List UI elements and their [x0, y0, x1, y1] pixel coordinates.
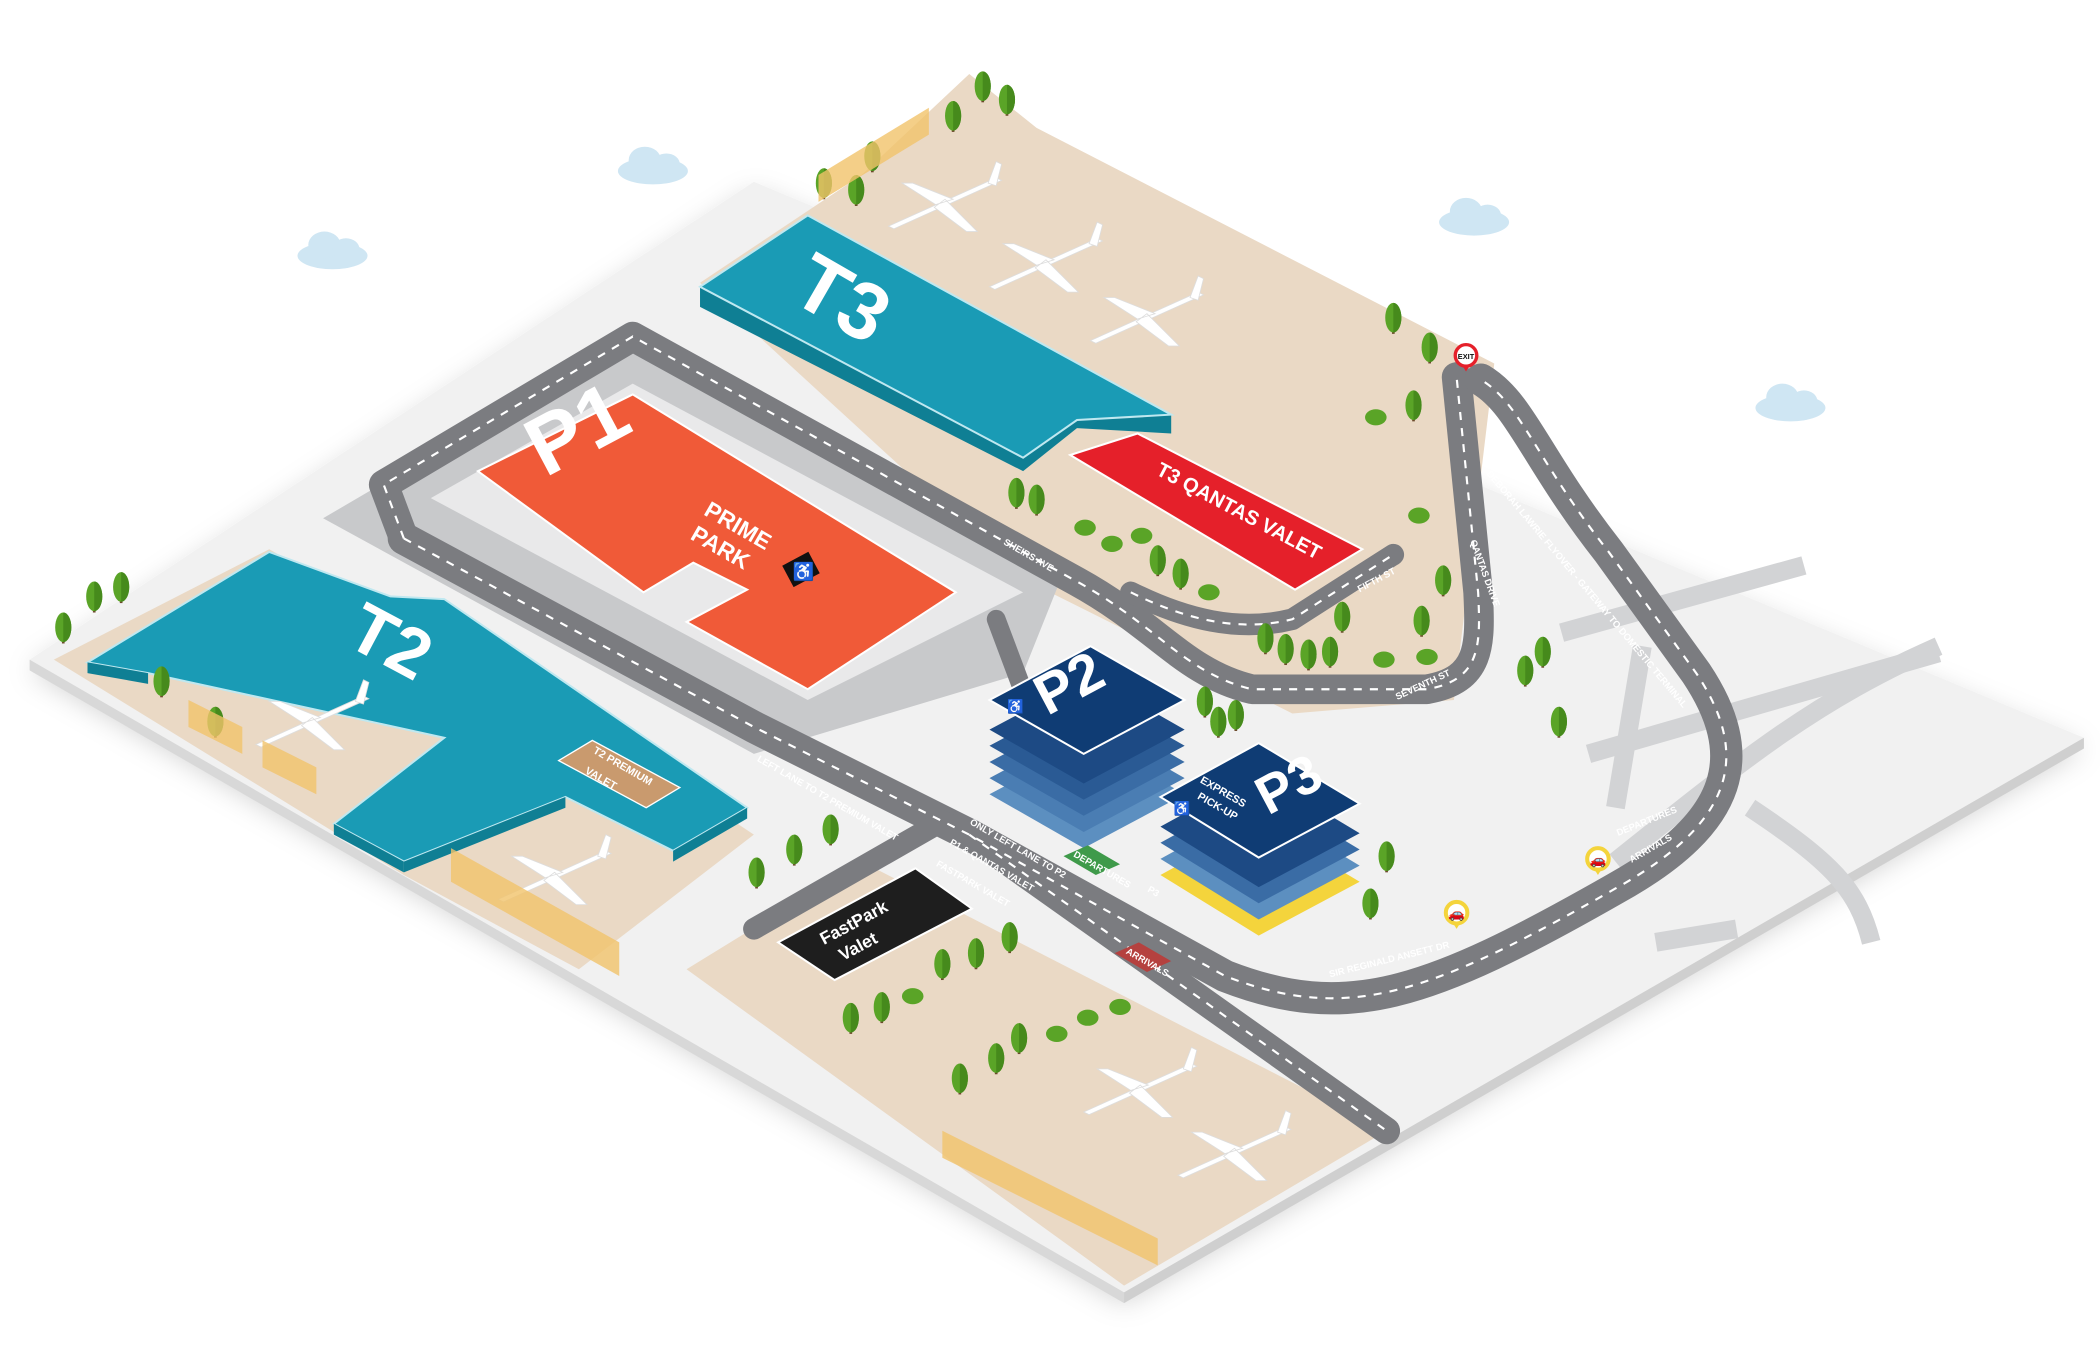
cloud-icon [617, 146, 688, 185]
car-icon: 🚗 [1448, 906, 1465, 921]
cloud-icon [1755, 383, 1826, 422]
road-network [368, 321, 1743, 1145]
wheelchair-icon [782, 551, 820, 588]
apron-south [686, 861, 1387, 1286]
taxi-marker[interactable]: 🚗 [1443, 899, 1470, 929]
terminal-t2[interactable]: T2 T2 PREMIUM VALET [84, 550, 750, 873]
t2-premium-valet[interactable] [557, 739, 682, 809]
terminal-t3[interactable]: T3 [698, 214, 1175, 472]
cloud-icon [297, 231, 368, 270]
wheelchair-icon: ♿ [1007, 698, 1024, 714]
gates [188, 107, 1158, 1266]
parking-p1-prime-park[interactable]: P1 PRIME PARK ♿ [475, 363, 958, 691]
parking-p3-express-pick-up[interactable]: P3 EXPRESS PICK-UP ♿ [1158, 741, 1362, 936]
parking-p2[interactable]: P2 ♿ [987, 639, 1187, 849]
svg-text:EXIT: EXIT [1458, 352, 1475, 361]
cloud-icon [1439, 197, 1510, 236]
exit-marker[interactable]: EXIT [1453, 342, 1479, 372]
background-streets [1559, 556, 1943, 952]
car-icon: 🚗 [1590, 852, 1607, 867]
lane-label-p3: P3 [1146, 883, 1161, 898]
wheelchair-icon: ♿ [1174, 800, 1191, 816]
wheelchair-icon: ♿ [793, 562, 815, 582]
taxi-marker[interactable]: 🚗 [1585, 846, 1611, 876]
